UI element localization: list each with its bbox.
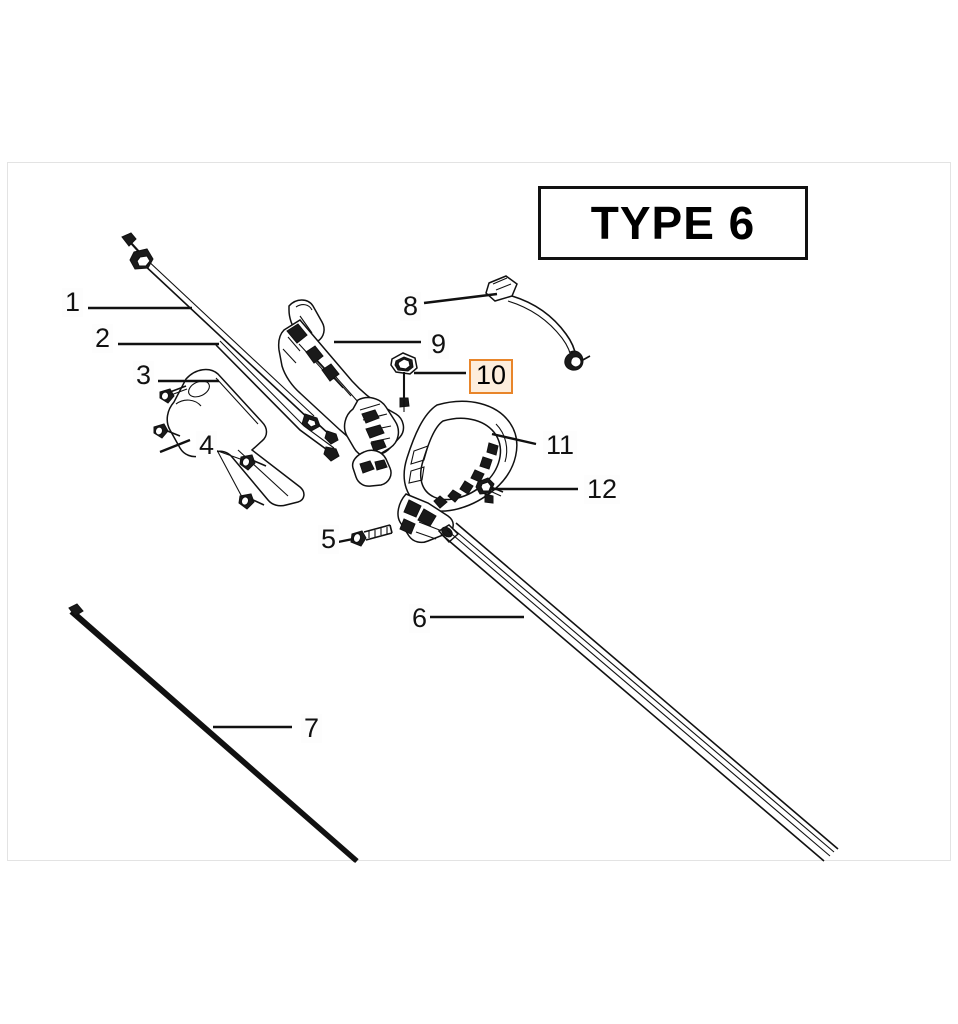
callout-7: 7 (301, 714, 323, 743)
leader-11 (491, 432, 537, 446)
callout-10-highlighted[interactable]: 10 (469, 359, 514, 394)
callout-8: 8 (400, 292, 422, 321)
leader-5 (337, 537, 354, 544)
callout-11: 11 (543, 431, 578, 460)
callout-9: 9 (428, 330, 450, 359)
part-bolt (350, 524, 393, 547)
leader-4 (159, 438, 191, 454)
part-throttle-housing (277, 299, 405, 487)
part-throttle-lockout (390, 352, 418, 412)
callout-4: 4 (196, 431, 218, 460)
leader-8 (423, 292, 498, 305)
callout-3: 3 (133, 361, 155, 390)
part-guard-bracket (166, 368, 305, 507)
callout-1: 1 (62, 288, 84, 317)
callout-2: 2 (92, 324, 114, 353)
part-outer-shaft (437, 522, 839, 862)
part-inner-drive-shaft (68, 603, 362, 863)
part-loop-handle (397, 400, 518, 544)
type-label-box: TYPE 6 (538, 186, 808, 260)
drawing-canvas (7, 162, 951, 861)
callout-5: 5 (318, 525, 340, 554)
part-throttle-rod (215, 340, 340, 462)
leader-lines (88, 292, 578, 729)
callout-6: 6 (409, 604, 431, 633)
type-label-text: TYPE 6 (590, 197, 756, 249)
part-screws (153, 385, 267, 510)
part-throttle-cable (121, 232, 339, 445)
callout-12: 12 (584, 475, 621, 504)
part-stop-switch-wire (485, 275, 591, 371)
